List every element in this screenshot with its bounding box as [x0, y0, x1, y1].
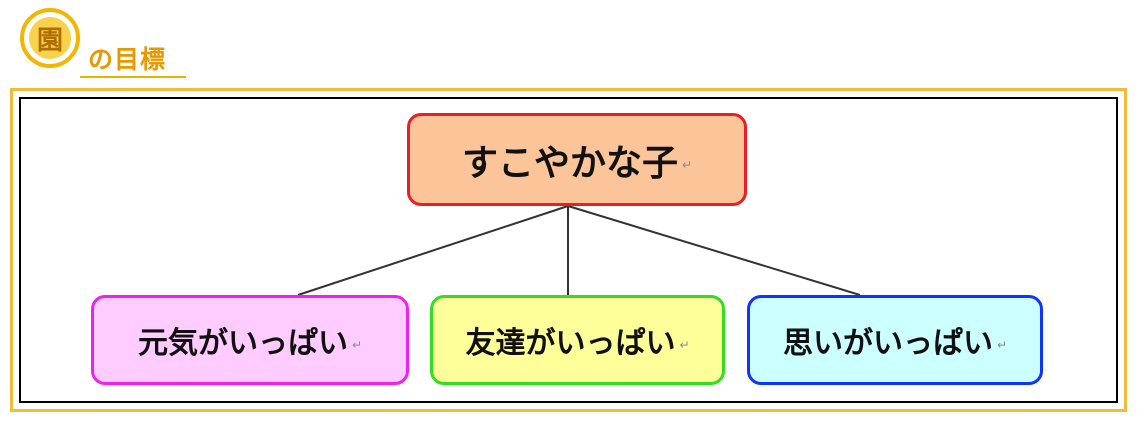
sub-goal-label: 元気がいっぱい	[137, 326, 348, 361]
sub-goal-box-tomodachi: 友達がいっぱい ↵	[430, 295, 725, 385]
paragraph-mark-icon: ↵	[679, 338, 690, 352]
sub-goal-label: 思いがいっぱい	[782, 326, 993, 361]
heading-badge-char: 園	[29, 17, 71, 59]
sub-goal-label: 友達がいっぱい	[465, 326, 676, 361]
paragraph-mark-icon: ↵	[681, 157, 693, 172]
heading-title: の目標	[88, 45, 167, 74]
top-goal-label: すこやかな子	[461, 142, 678, 184]
sub-goal-box-omoi: 思いがいっぱい ↵	[747, 295, 1043, 385]
section-heading: 園 の目標	[18, 6, 188, 80]
heading-underline	[80, 76, 186, 78]
paragraph-mark-icon: ↵	[351, 338, 363, 352]
sub-goal-box-genki: 元気がいっぱい ↵	[91, 295, 409, 385]
paragraph-mark-icon: ↵	[996, 338, 1008, 352]
top-goal-box: すこやかな子 ↵	[407, 113, 747, 206]
heading-badge: 園	[20, 8, 80, 68]
